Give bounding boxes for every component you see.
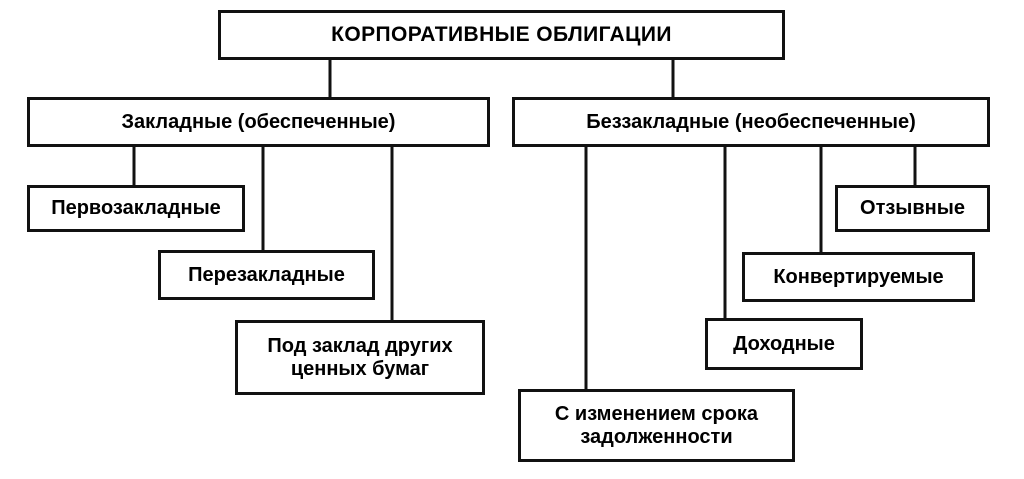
node-callable[interactable]: Отзывные: [835, 185, 990, 232]
node-unsecured-label: Беззакладные (необеспеченные): [586, 110, 916, 133]
node-first-mortgage[interactable]: Первозакладные: [27, 185, 245, 232]
node-root[interactable]: КОРПОРАТИВНЫЕ ОБЛИГАЦИИ: [218, 10, 785, 60]
node-root-label: КОРПОРАТИВНЫЕ ОБЛИГАЦИИ: [331, 23, 672, 47]
node-re-mortgage-label: Перезакладные: [188, 263, 345, 286]
node-re-mortgage[interactable]: Перезакладные: [158, 250, 375, 300]
node-convertible-label: Конвертируемые: [773, 265, 944, 288]
node-unsecured[interactable]: Беззакладные (необеспеченные): [512, 97, 990, 147]
node-income-bonds[interactable]: Доходные: [705, 318, 863, 370]
node-secured[interactable]: Закладные (обеспеченные): [27, 97, 490, 147]
node-secured-label: Закладные (обеспеченные): [121, 110, 396, 133]
node-callable-label: Отзывные: [860, 197, 965, 220]
node-pledge-of-other-securities[interactable]: Под заклад других ценных бумаг: [235, 320, 485, 395]
node-convertible[interactable]: Конвертируемые: [742, 252, 975, 302]
node-debt-term-change[interactable]: С изменением срока задолженности: [518, 389, 795, 462]
node-income-bonds-label: Доходные: [733, 332, 835, 355]
node-pledge-of-other-securities-label: Под заклад других ценных бумаг: [267, 335, 453, 380]
node-debt-term-change-label: С изменением срока задолженности: [554, 403, 759, 448]
node-first-mortgage-label: Первозакладные: [51, 197, 221, 220]
